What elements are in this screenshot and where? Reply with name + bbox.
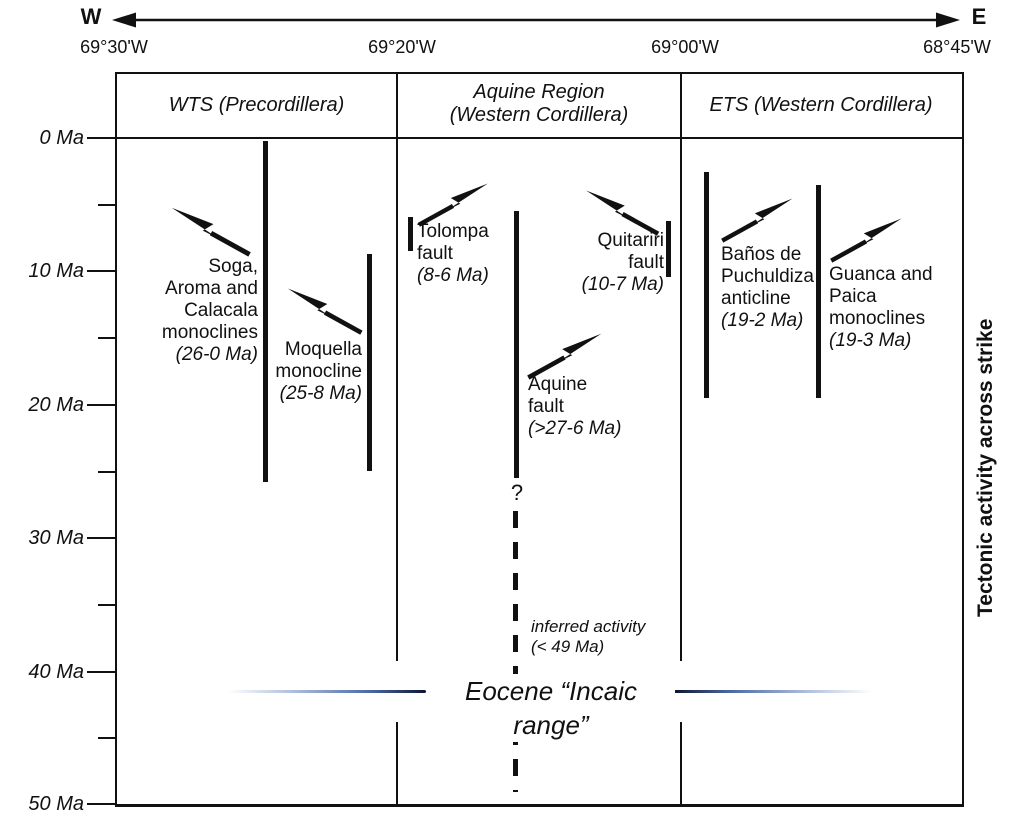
inferred-activity-label: inferred activity (< 49 Ma) <box>531 617 646 656</box>
y-label-20ma: 20 Ma <box>28 394 84 416</box>
tick-mark-25ma <box>98 471 115 473</box>
fault-arrow-icon-guanca <box>830 218 902 263</box>
activity-bar-quitariri <box>666 221 671 277</box>
tick-mark-10ma <box>87 270 115 272</box>
y-label-30ma: 30 Ma <box>28 527 84 549</box>
column-divider-right-upper <box>680 72 682 661</box>
lon-tick-69-20W: 69°20'W <box>368 37 436 57</box>
tick-mark-35ma <box>98 604 115 606</box>
event-label-quitariri: Quitariri fault (10-7 Ma) <box>544 230 664 296</box>
event-name-aquine: Aquine fault <box>528 374 588 417</box>
y-label-10ma: 10 Ma <box>28 260 84 282</box>
fault-arrow-icon-soga <box>171 207 251 257</box>
activity-bar-aquine <box>514 211 519 478</box>
fault-arrow-icon-moquella <box>287 288 363 335</box>
y-label-0ma: 0 Ma <box>39 127 84 149</box>
event-label-tolompa: Tolompa fault (8-6 Ma) <box>417 221 527 287</box>
event-name-guanca: Guanca and Paica monoclines <box>829 264 933 329</box>
west-east-arrow-icon <box>112 12 960 28</box>
column-divider-left-upper <box>396 72 398 661</box>
right-axis-label: Tectonic activity across strike <box>974 318 997 618</box>
header-bottom-line <box>115 137 962 139</box>
lon-tick-69-00W: 69°00'W <box>651 37 719 57</box>
tick-mark-0ma <box>87 137 115 139</box>
event-age-soga: (26-0 Ma) <box>175 344 258 365</box>
plot-frame <box>115 72 964 807</box>
activity-bar-soga <box>263 141 268 482</box>
event-label-aquine: Aquine fault (>27-6 Ma) <box>528 374 658 440</box>
event-name-banos: Baños de Puchuldiza anticline <box>721 244 814 309</box>
event-label-soga: Soga, Aroma and Calacala monoclines (26-… <box>127 256 258 366</box>
tick-mark-50ma <box>87 803 115 805</box>
tick-mark-15ma <box>98 337 115 339</box>
event-label-banos: Baños de Puchuldiza anticline (19-2 Ma) <box>721 244 831 332</box>
question-mark: ? <box>510 480 524 505</box>
event-age-guanca: (19-3 Ma) <box>829 330 912 351</box>
activity-bar-guanca <box>816 185 821 398</box>
lon-tick-69-30W: 69°30'W <box>80 37 148 57</box>
tick-mark-20ma <box>87 404 115 406</box>
west-label: W <box>80 4 102 29</box>
event-name-quitariri: Quitariri fault <box>597 230 664 273</box>
column-divider-right-lower <box>680 722 682 805</box>
fault-arrow-icon-quitariri <box>586 190 660 236</box>
column-header-aquine: Aquine Region (Western Cordillera) <box>449 81 629 126</box>
event-age-banos: (19-2 Ma) <box>721 310 804 331</box>
fault-arrow-icon-banos <box>721 198 793 243</box>
tick-mark-30ma <box>87 537 115 539</box>
y-label-50ma: 50 Ma <box>28 793 84 815</box>
event-age-aquine: (>27-6 Ma) <box>528 418 622 439</box>
tick-mark-40ma <box>87 671 115 673</box>
event-age-quitariri: (10-7 Ma) <box>581 274 664 295</box>
aquine-inferred-dashed-line <box>513 511 518 792</box>
fault-arrow-icon-tolompa <box>417 183 488 227</box>
event-name-soga: Soga, Aroma and Calacala monoclines <box>161 256 258 343</box>
event-name-moquella: Moquella monocline <box>275 339 362 382</box>
column-divider-left-lower <box>396 722 398 805</box>
incaic-range-label: Eocene “Incaic range” <box>427 674 675 742</box>
event-age-tolompa: (8-6 Ma) <box>417 265 489 286</box>
east-label: E <box>971 4 987 29</box>
tick-mark-5ma <box>98 204 115 206</box>
column-header-ets: ETS (Western Cordillera) <box>709 94 933 116</box>
activity-bar-tolompa <box>408 217 413 251</box>
column-header-wts: WTS (Precordillera) <box>168 94 345 116</box>
fault-arrow-icon-aquine <box>527 333 602 380</box>
event-age-moquella: (25-8 Ma) <box>279 383 362 404</box>
event-name-tolompa: Tolompa fault <box>417 221 489 264</box>
incaic-range-line-left <box>228 690 426 693</box>
event-label-moquella: Moquella monocline (25-8 Ma) <box>240 339 362 405</box>
incaic-range-line-right <box>674 690 872 693</box>
tick-mark-45ma <box>98 737 115 739</box>
activity-bar-banos <box>704 172 709 398</box>
activity-bar-moquella <box>367 254 372 471</box>
lon-tick-68-45W: 68°45'W <box>923 37 991 57</box>
event-label-guanca: Guanca and Paica monoclines (19-3 Ma) <box>829 264 954 352</box>
y-label-40ma: 40 Ma <box>28 661 84 683</box>
